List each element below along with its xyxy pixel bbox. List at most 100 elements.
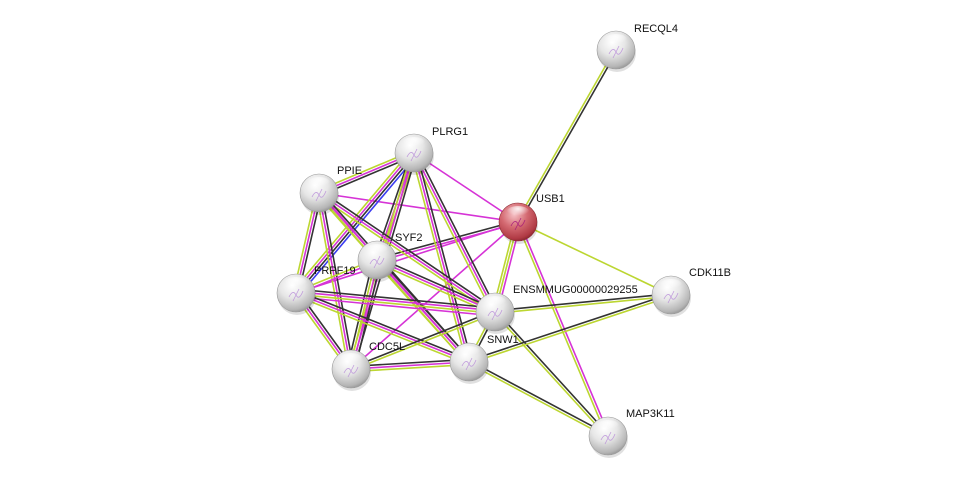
edge-prpf19-ensmmug00000029255[interactable] bbox=[295, 288, 496, 317]
node-highlight bbox=[402, 137, 426, 151]
protein-structure-icon bbox=[608, 45, 624, 59]
edge-line-experiments bbox=[376, 259, 470, 363]
protein-structure-icon bbox=[311, 188, 327, 202]
node-highlight bbox=[659, 279, 683, 293]
edge-line-coexpression bbox=[320, 192, 355, 369]
edge-snw1-cdk11b[interactable] bbox=[468, 293, 672, 364]
edge-line-coexpression bbox=[494, 292, 671, 312]
edge-plrg1-prpf19[interactable] bbox=[292, 149, 418, 297]
node-map3k11[interactable]: MAP3K11 bbox=[588, 408, 675, 458]
protein-structure-icon bbox=[461, 357, 477, 371]
node-label: CDC5L bbox=[369, 341, 405, 353]
edge-line-textmining bbox=[351, 363, 470, 373]
node-ppie[interactable]: PPIE bbox=[299, 165, 362, 215]
edge-line-textmining bbox=[295, 293, 495, 315]
edge-line-experiments bbox=[350, 221, 519, 370]
node-label: CDK11B bbox=[689, 267, 731, 279]
node-label: SYF2 bbox=[395, 232, 423, 244]
edge-line-textmining bbox=[294, 294, 469, 366]
edge-line-experiments bbox=[295, 292, 470, 363]
node-label: PPIE bbox=[337, 165, 362, 177]
node-recql4[interactable]: RECQL4 bbox=[596, 23, 678, 72]
node-highlight bbox=[483, 296, 507, 310]
edge-line-textmining bbox=[493, 312, 608, 438]
node-prpf19[interactable]: PRPF19 bbox=[276, 265, 356, 315]
edge-line-experiments bbox=[295, 296, 495, 317]
edge-line-experiments bbox=[294, 151, 414, 293]
edge-line-experiments bbox=[350, 361, 470, 370]
edge-usb1-plrg1[interactable] bbox=[413, 152, 519, 223]
protein-structure-icon bbox=[663, 290, 679, 304]
node-label: PRPF19 bbox=[314, 265, 356, 277]
node-cdk11b[interactable]: CDK11B bbox=[651, 267, 731, 317]
edge-line-coexpression bbox=[296, 288, 496, 309]
node-usb1[interactable]: USB1 bbox=[498, 193, 565, 244]
edge-line-textmining bbox=[516, 48, 616, 222]
node-ensmmug00000029255[interactable]: ENSMMUG00000029255 bbox=[475, 284, 638, 334]
edge-line-coexpression bbox=[296, 153, 416, 295]
node-label: MAP3K11 bbox=[626, 408, 675, 420]
node-label: PLRG1 bbox=[432, 126, 468, 138]
protein-structure-icon bbox=[510, 217, 526, 231]
edge-ensmmug00000029255-map3k11[interactable] bbox=[493, 310, 610, 438]
protein-structure-icon bbox=[343, 364, 359, 378]
edge-line-coexpression bbox=[469, 360, 609, 436]
node-highlight bbox=[506, 206, 530, 220]
node-label: SNW1 bbox=[487, 334, 519, 346]
node-label: ENSMMUG00000029255 bbox=[513, 284, 638, 296]
protein-structure-icon bbox=[600, 431, 616, 445]
edge-cdc5l-ensmmug00000029255[interactable] bbox=[350, 310, 496, 371]
node-cdc5l[interactable]: CDC5L bbox=[331, 341, 405, 391]
edge-line-experiments bbox=[318, 192, 519, 223]
edge-line-experiments bbox=[318, 192, 496, 313]
edge-line-textmining bbox=[495, 295, 672, 315]
edge-line-experiments bbox=[413, 152, 519, 223]
edge-line-textmining bbox=[351, 312, 496, 371]
edge-line-textmining bbox=[468, 362, 608, 438]
edge-line-experiments bbox=[296, 290, 496, 312]
edge-line-textmining bbox=[292, 149, 412, 292]
node-syf2[interactable]: SYF2 bbox=[357, 232, 423, 282]
edge-ensmmug00000029255-cdk11b[interactable] bbox=[494, 292, 672, 315]
node-snw1[interactable]: SNW1 bbox=[449, 334, 519, 384]
node-highlight bbox=[365, 244, 389, 258]
edge-snw1-map3k11[interactable] bbox=[468, 360, 609, 438]
edge-line-coexpression bbox=[350, 358, 469, 368]
edge-line-coexpression bbox=[495, 310, 610, 436]
edge-usb1-cdk11b[interactable] bbox=[517, 221, 672, 296]
protein-structure-icon bbox=[487, 307, 503, 321]
edge-line-textmining bbox=[410, 153, 494, 314]
node-highlight bbox=[284, 277, 308, 291]
node-label: RECQL4 bbox=[634, 23, 678, 35]
edge-line-textmining bbox=[317, 194, 494, 315]
edge-cdc5l-snw1[interactable] bbox=[350, 358, 470, 373]
edge-plrg1-ensmmug00000029255[interactable] bbox=[410, 151, 499, 314]
edge-line-experiments bbox=[318, 192, 352, 370]
edge-line-textmining bbox=[374, 261, 468, 365]
edge-line-coexpression bbox=[415, 151, 499, 312]
edge-line-experiments bbox=[413, 152, 496, 313]
edge-line-coexpression bbox=[468, 293, 671, 362]
edge-usb1-cdc5l[interactable] bbox=[350, 221, 519, 370]
edge-line-coexpression bbox=[377, 256, 497, 311]
node-highlight bbox=[307, 177, 331, 191]
edge-line-coexpression bbox=[518, 50, 618, 224]
edge-line-experiments bbox=[376, 259, 496, 313]
node-label: USB1 bbox=[536, 193, 565, 205]
node-highlight bbox=[457, 346, 481, 360]
edge-line-database bbox=[298, 154, 418, 297]
protein-structure-icon bbox=[369, 255, 385, 269]
edge-ppie-ensmmug00000029255[interactable] bbox=[317, 190, 497, 315]
node-highlight bbox=[339, 353, 363, 367]
node-highlight bbox=[604, 34, 628, 48]
edge-usb1-ppie[interactable] bbox=[318, 192, 519, 223]
node-plrg1[interactable]: PLRG1 bbox=[394, 126, 468, 175]
edge-line-coexpression bbox=[376, 219, 518, 260]
edge-prpf19-snw1[interactable] bbox=[294, 289, 471, 366]
edge-line-textmining bbox=[517, 221, 672, 296]
edge-usb1-recql4[interactable] bbox=[516, 48, 618, 224]
node-highlight bbox=[596, 420, 620, 434]
edge-ppie-cdc5l[interactable] bbox=[315, 192, 355, 370]
